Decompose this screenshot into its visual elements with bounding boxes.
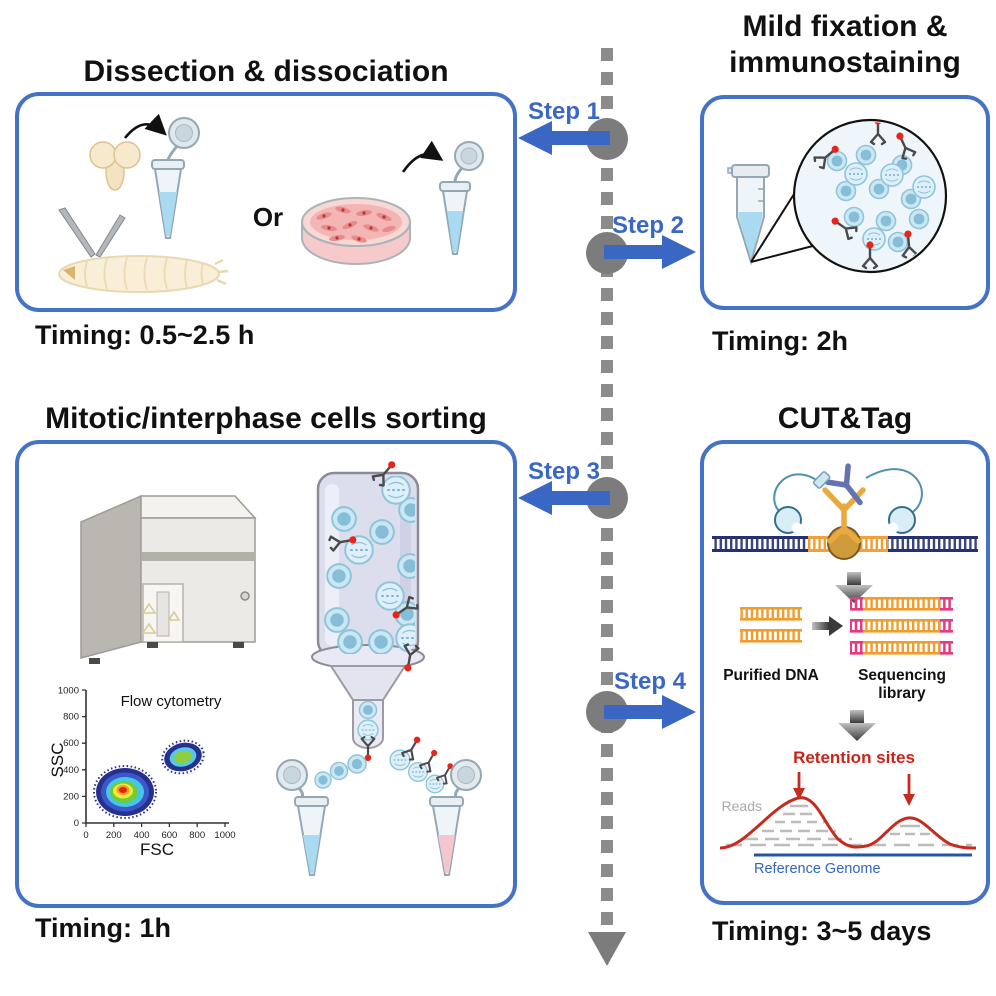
flow-plot-xlabel: FSC [140,840,174,859]
forceps-icon [58,207,126,258]
sequencing-library-label-1: Sequencing [858,667,946,684]
microtube-open-icon [151,117,200,239]
sorting-timing: Timing: 1h [35,913,172,943]
flow-cytometry-plot: 0 200 400 600 800 1000 0 200 400 600 800… [48,686,236,860]
cutandtag-complex-icon [712,463,978,560]
svg-text:800: 800 [189,830,205,841]
svg-text:600: 600 [161,830,177,841]
sequencing-library-icon [850,597,953,655]
magnifier-circle [792,118,948,274]
fixation-title-line1: Mild fixation & [742,10,948,43]
mitotic-tube-icon [429,759,482,876]
dissection-panel: Or [15,92,517,312]
secondary-antibody-icon [812,463,863,506]
petri-dish-icon [301,197,411,265]
sorting-panel: 0 200 400 600 800 1000 0 200 400 600 800… [15,440,517,908]
svg-text:200: 200 [63,791,79,802]
step-2-label: Step 2 [612,212,685,239]
reads-label: Reads [722,798,762,814]
dissection-timing: Timing: 0.5~2.5 h [35,320,255,350]
or-label: Or [253,202,283,232]
svg-text:0: 0 [83,830,88,841]
tn5-icon-right [887,506,916,534]
step-2-arrow-icon [604,235,696,269]
svg-text:400: 400 [134,830,150,841]
tn5-tether-right [865,468,923,515]
right-arrow-icon [812,616,843,636]
svg-text:0: 0 [74,818,79,829]
step-4-label: Step 4 [614,668,687,695]
brain-icon [89,141,141,191]
svg-text:600: 600 [63,738,79,749]
cutandtag-title: CUT&Tag [777,402,913,435]
down-arrow-icon-2 [838,710,876,741]
primary-antibody-icon [822,487,866,544]
svg-text:200: 200 [106,830,122,841]
interphase-tube-icon [276,759,329,876]
flow-cytometer-icon [80,494,257,664]
neck-mitotic-cell [357,719,379,741]
fixation-timing: Timing: 2h [712,326,849,356]
sorting-column-icon [311,456,425,763]
step-4-arrow-icon [604,695,696,729]
purified-dna-icon [740,607,802,643]
larva-icon [58,255,229,293]
density-cluster-mitotic [161,739,205,775]
cutandtag-timing: Timing: 3~5 days [712,916,932,946]
flow-plot-ylabel: SSC [48,743,67,778]
svg-text:800: 800 [63,712,79,723]
purified-dna-label: Purified DNA [723,667,819,684]
step-1-label: Step 1 [527,98,600,125]
mitotic-cell-stream [389,732,458,794]
svg-text:1000: 1000 [214,830,235,841]
curved-arrow-icon [123,113,167,139]
timeline-arrowhead-icon [588,932,626,966]
reads-dashes [726,804,972,847]
neck-cell [358,700,378,720]
retention-arrows [793,772,915,806]
tn5-tether-left [773,473,823,515]
microtube-open-icon-2 [439,141,484,255]
curved-arrow-icon-2 [401,140,444,173]
dissection-title: Dissection & dissociation [83,55,449,88]
reference-genome-label: Reference Genome [754,861,881,877]
coverage-peaks-curve [719,796,977,850]
fixation-panel [700,95,990,310]
retention-sites-label: Retention sites [793,748,915,767]
tn5-icon-left [774,506,803,534]
fixation-title-line2: immunostaining [729,46,961,79]
step-3-label: Step 3 [527,458,600,485]
svg-text:400: 400 [63,765,79,776]
step-1-arrow-icon [518,121,610,155]
microtube-closed-icon [727,164,770,266]
svg-text:1000: 1000 [58,686,79,697]
cutandtag-panel: Purified DNA Sequencing library Retentio… [700,440,990,905]
sequencing-library-label-2: library [878,685,926,702]
flow-plot-title: Flow cytometry [121,693,222,710]
down-arrow-icon [835,572,873,603]
sorting-title: Mitotic/interphase cells sorting [45,402,487,435]
interphase-cell-stream [314,754,367,789]
density-cluster-interphase [93,765,157,819]
step-3-arrow-icon [518,481,610,515]
